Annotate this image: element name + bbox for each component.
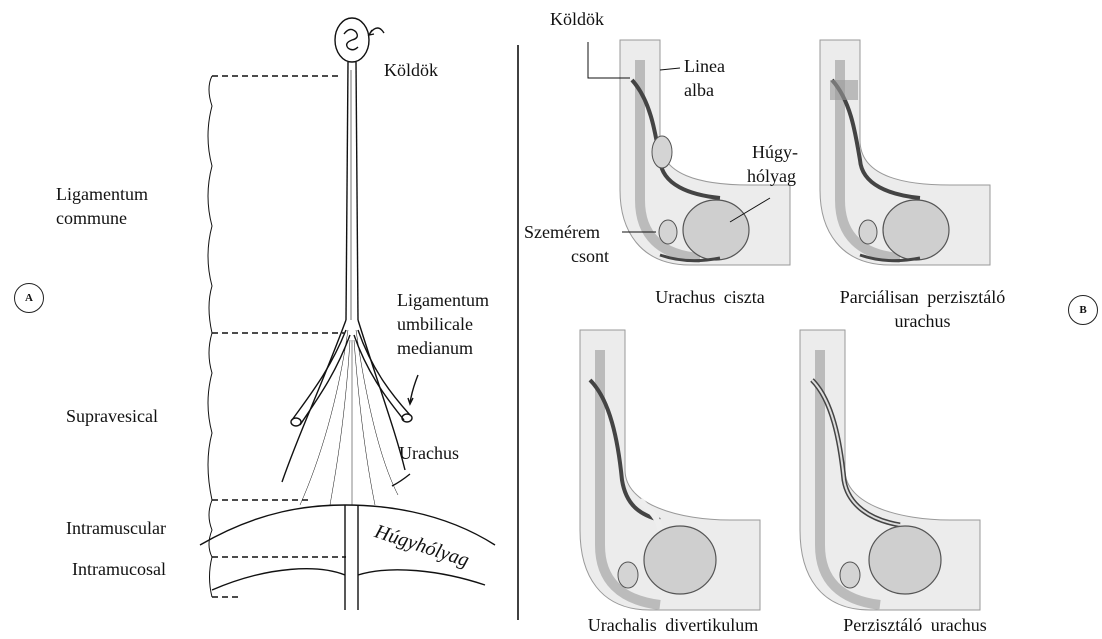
label-hugy-2: hólyag [747,165,796,187]
label-urachus: Urachus [399,442,459,464]
caption-partial-2: urachus [805,310,1040,332]
panel-b-badge: B [1068,295,1098,325]
label-supravesical: Supravesical [66,405,158,427]
label-koldok-a: Köldök [384,59,438,81]
label-linea-1: Linea [684,55,725,77]
caption-persistent: Perzisztáló urachus [820,614,1010,636]
caption-diverticulum: Urachalis divertikulum [568,614,778,636]
label-szemerem-2: csont [571,245,609,267]
panel-a-badge: A [14,283,44,313]
label-lig-commune-1: Ligamentum [56,183,148,205]
label-lig-umb-3: medianum [397,337,473,359]
label-lig-commune-2: commune [56,207,127,229]
frame-persistent-urachus [800,330,980,610]
caption-partial-1: Parciálisan perzisztáló [805,286,1040,308]
label-szemerem-1: Szemérem [524,221,600,243]
label-hugy-1: Húgy- [752,141,798,163]
caption-urachus-cyst: Urachus ciszta [630,286,790,308]
label-intramucosal: Intramucosal [72,558,166,580]
label-intramuscular: Intramuscular [66,517,166,539]
label-lig-umb-1: Ligamentum [397,289,489,311]
lig-arrow [410,375,418,403]
label-linea-2: alba [684,79,714,101]
label-koldok-b: Köldök [550,8,604,30]
bladder-wall [200,505,495,545]
label-lig-umb-2: umbilicale [397,313,473,335]
frame-urachal-diverticulum [580,330,760,610]
median-cord [346,62,348,320]
frame-partial-persistent [820,40,990,265]
